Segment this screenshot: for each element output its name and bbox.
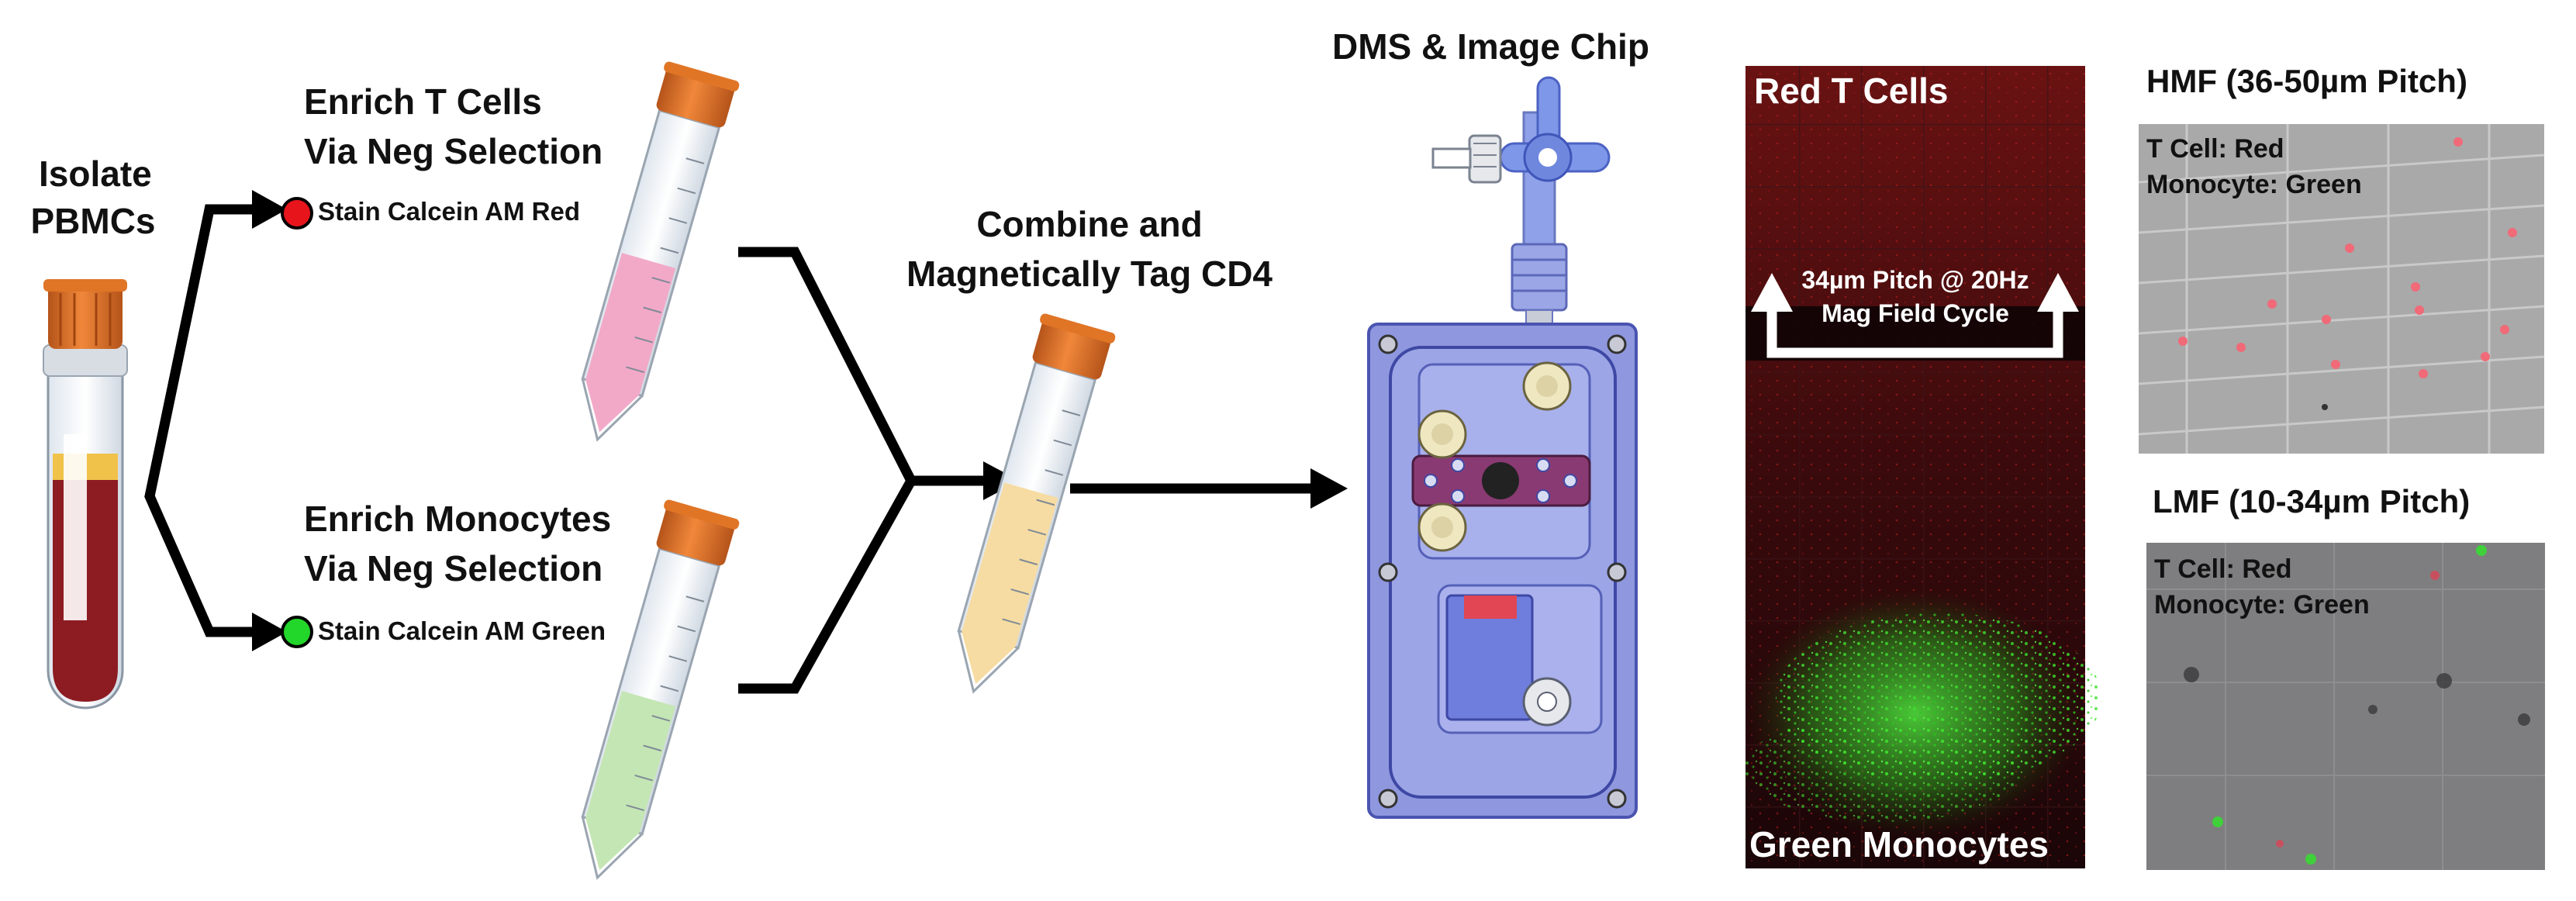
red-t-cells-label: Red T Cells <box>1754 71 1949 111</box>
enrich-t-label-line1: Enrich T Cells <box>304 81 542 122</box>
isolate-label-line2: PBMCs <box>30 201 156 241</box>
hmf-legend-line1: T Cell: Red <box>2146 134 2284 164</box>
lmf-legend-line2: Monocyte: Green <box>2154 590 2370 620</box>
green-monocytes-label: Green Monocytes <box>1749 824 2049 865</box>
combine-label-line2: Magnetically Tag CD4 <box>906 254 1273 294</box>
conical-tube-yellow-icon <box>957 313 1116 694</box>
arrow-icon <box>252 190 287 229</box>
fluorescence-image <box>1745 66 2101 868</box>
arrow-icon <box>252 613 287 651</box>
merge-arrows <box>738 247 985 694</box>
isolate-label-line1: Isolate <box>39 154 152 194</box>
arrow-icon <box>1310 468 1348 509</box>
cycle-arrows <box>1751 273 2079 358</box>
hmf-image <box>2138 124 2545 454</box>
valve-icon <box>1431 76 1611 326</box>
lmf-green-dots <box>2212 545 2487 865</box>
lmf-title: LMF (10-34µm Pitch) <box>2153 483 2471 520</box>
green-dot-icon <box>281 616 313 648</box>
hmf-title: HMF (36-50µm Pitch) <box>2146 63 2467 99</box>
lmf-legend-line1: T Cell: Red <box>2154 554 2292 584</box>
chip-icon <box>1367 323 1638 819</box>
branch-arrows <box>144 204 256 637</box>
combine-label-line1: Combine and <box>976 204 1203 244</box>
enrich-mono-label-line1: Enrich Monocytes <box>304 499 612 539</box>
stain-green-label: Stain Calcein AM Green <box>318 616 606 645</box>
hmf-legend-line2: Monocyte: Green <box>2146 170 2362 199</box>
chip-title: DMS & Image Chip <box>1332 26 1649 67</box>
lmf-red-dots <box>2276 571 2440 847</box>
red-dot-icon <box>281 197 313 230</box>
pitch-note-line2: Mag Field Cycle <box>1822 299 2009 327</box>
conical-tube-pink-icon <box>581 61 740 442</box>
lmf-image <box>2146 543 2545 870</box>
enrich-t-label-line2: Via Neg Selection <box>304 131 603 171</box>
conical-tube-green-icon <box>581 499 740 880</box>
pitch-note-line1: 34µm Pitch @ 20Hz <box>1801 266 2029 294</box>
blood-tube-icon <box>43 279 128 709</box>
enrich-mono-label-line2: Via Neg Selection <box>304 548 603 589</box>
hmf-cell-dots <box>2178 137 2517 378</box>
stain-red-label: Stain Calcein AM Red <box>318 197 581 226</box>
